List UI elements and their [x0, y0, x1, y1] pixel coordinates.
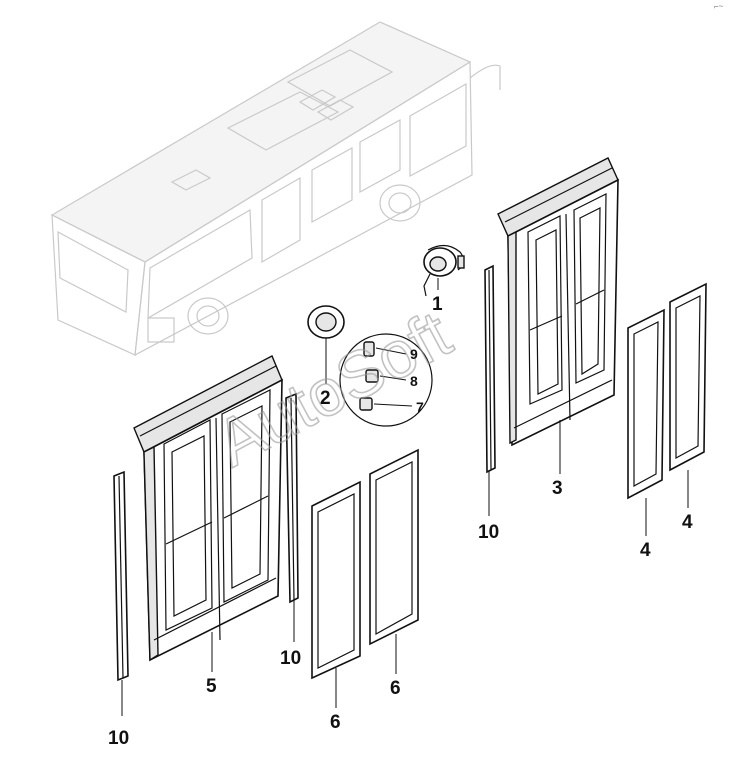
callout-4a: 4 — [640, 540, 651, 561]
glass-panel-6a — [311, 480, 361, 680]
part-2-round-cap — [307, 305, 345, 339]
seal-strip-10-middle — [285, 392, 299, 604]
detail-circle-parts-7-8-9 — [339, 333, 433, 427]
door-assembly-5 — [133, 355, 283, 662]
callout-6b: 6 — [390, 678, 401, 699]
part-1-cable-coil — [423, 244, 465, 297]
callout-10a: 10 — [478, 522, 499, 543]
callout-1: 1 — [432, 294, 443, 315]
glass-panel-6b — [369, 448, 419, 646]
callout-5: 5 — [206, 676, 217, 697]
callout-7: 7 — [416, 399, 424, 415]
glass-panel-4a — [627, 308, 665, 500]
callout-10c: 10 — [108, 728, 129, 749]
callout-10b: 10 — [280, 648, 301, 669]
glass-panel-4b — [669, 282, 707, 472]
callout-3: 3 — [552, 478, 563, 499]
callout-2: 2 — [320, 388, 331, 409]
bus-outline-illustration — [50, 21, 501, 357]
callout-4b: 4 — [682, 512, 693, 533]
seal-strip-10-right — [484, 264, 496, 474]
door-assembly-3 — [497, 157, 619, 447]
callout-8: 8 — [410, 373, 418, 389]
callout-9: 9 — [410, 346, 418, 362]
leader-lines — [121, 278, 689, 716]
seal-strip-10-left — [113, 470, 129, 682]
corner-mark: ⌐~ — [714, 2, 724, 11]
callout-6a: 6 — [330, 712, 341, 733]
